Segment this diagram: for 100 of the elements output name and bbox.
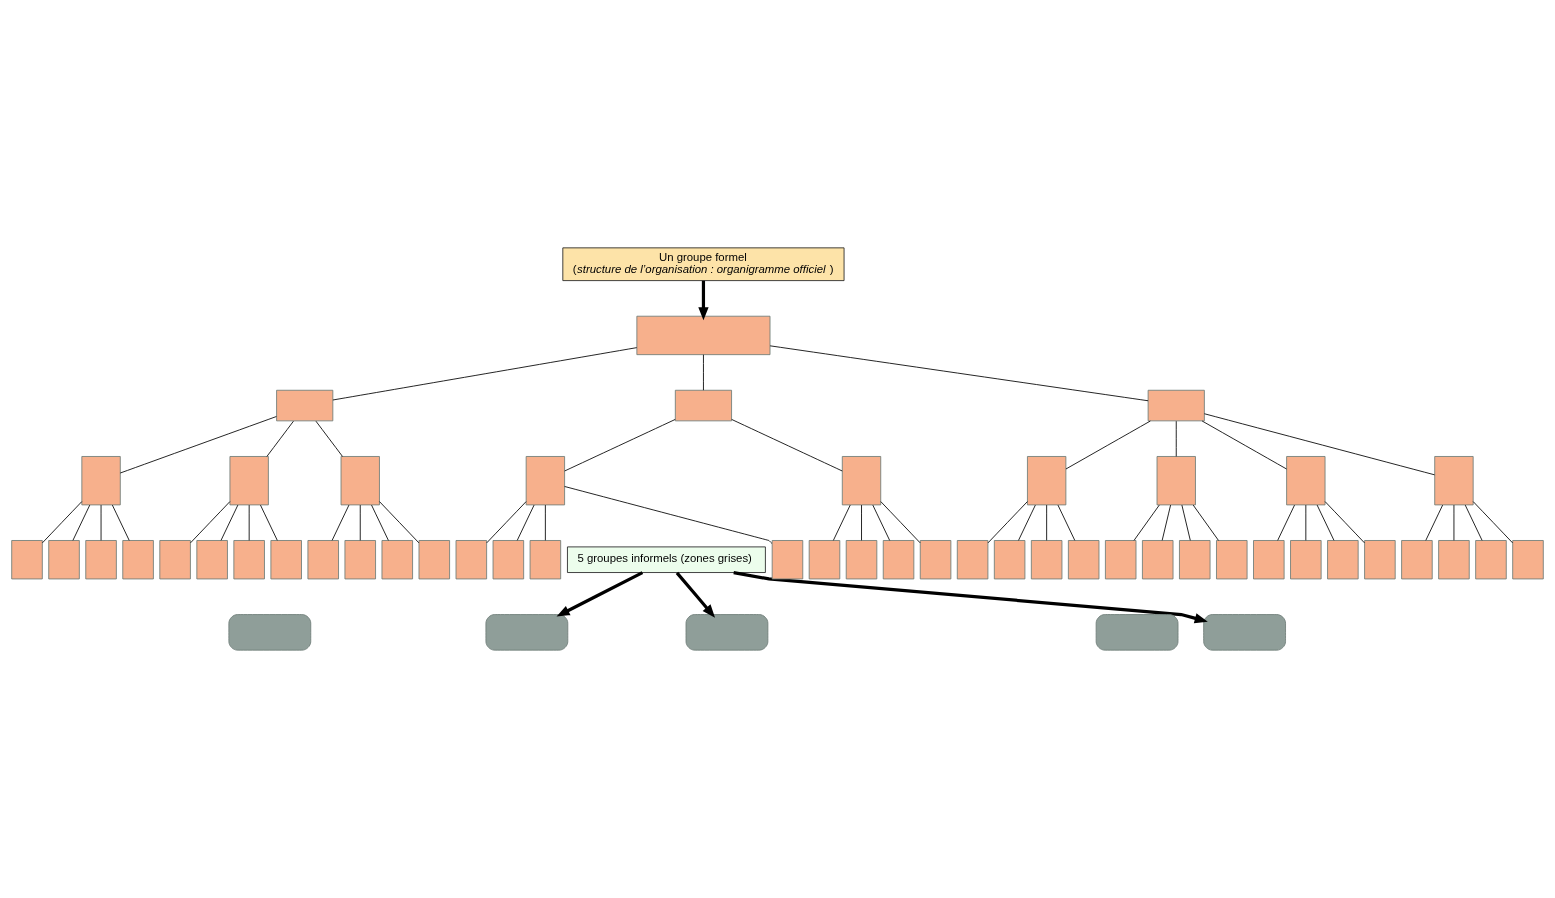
node-box — [1290, 540, 1322, 580]
node-box — [919, 540, 952, 580]
node-cloud — [1203, 614, 1286, 651]
connector — [769, 345, 1149, 402]
connector — [1201, 420, 1287, 470]
node-box — [993, 540, 1026, 580]
node-box — [381, 540, 413, 580]
node-box — [276, 389, 334, 422]
node-box — [1104, 540, 1137, 580]
node-box — [1286, 456, 1326, 506]
connector — [260, 504, 278, 541]
connector — [42, 501, 83, 544]
connector — [266, 420, 294, 457]
arrow — [556, 571, 644, 617]
node-box — [1147, 389, 1205, 422]
node-box — [48, 540, 80, 580]
connector — [371, 504, 389, 541]
connector — [1324, 501, 1365, 544]
node-box — [956, 540, 989, 580]
node-box — [340, 456, 380, 506]
node-box — [233, 540, 265, 580]
connector — [331, 504, 350, 541]
node-box — [808, 540, 841, 580]
connector — [315, 420, 343, 457]
connector — [1277, 504, 1295, 541]
connector — [987, 501, 1028, 544]
connector — [703, 354, 704, 391]
connector — [1181, 504, 1191, 541]
connector — [1472, 501, 1513, 544]
node-box — [11, 540, 43, 580]
node-box — [1067, 540, 1100, 580]
node-box: 5 groupes informels (zones grises) — [567, 546, 766, 573]
node-box — [1142, 540, 1174, 580]
connector — [880, 501, 921, 544]
node-box — [85, 540, 117, 580]
node-box — [1179, 540, 1211, 580]
node-box — [1030, 540, 1063, 580]
connector — [1161, 504, 1171, 541]
connector — [1192, 504, 1219, 541]
connector — [832, 504, 851, 541]
node-cloud — [685, 614, 769, 651]
node-box — [1438, 540, 1470, 580]
node-box — [1156, 456, 1196, 506]
connector — [1316, 504, 1335, 541]
node-box — [1327, 540, 1359, 580]
connector — [379, 501, 420, 544]
node-cloud — [1095, 614, 1179, 651]
node-box — [845, 540, 878, 580]
node-box — [418, 540, 451, 580]
connector — [1065, 420, 1151, 470]
node-box — [81, 456, 121, 506]
connector — [516, 504, 535, 541]
connector — [1018, 504, 1036, 541]
connector — [872, 504, 891, 541]
connector — [1425, 504, 1444, 541]
connector — [190, 501, 231, 544]
node-box — [455, 540, 488, 580]
connector — [564, 486, 773, 544]
arrow — [675, 571, 716, 618]
connector — [111, 504, 130, 541]
connector — [1203, 413, 1435, 476]
connector — [1057, 504, 1076, 541]
connector — [1464, 504, 1483, 541]
node-box — [270, 540, 302, 580]
node-box — [882, 540, 915, 580]
node-box — [1364, 540, 1396, 580]
connector — [72, 504, 91, 541]
connector — [564, 419, 676, 472]
node-box — [492, 540, 525, 580]
node-cloud — [485, 614, 569, 651]
node-box — [1401, 540, 1433, 580]
arrow — [733, 571, 1208, 624]
node-box — [229, 456, 269, 506]
node-box — [525, 456, 566, 506]
node-box — [344, 540, 376, 580]
connector — [544, 504, 546, 541]
connector — [486, 501, 527, 544]
connector — [119, 416, 277, 474]
node-box — [1216, 540, 1248, 580]
connector — [220, 504, 239, 541]
node-box — [771, 540, 804, 580]
connector — [1046, 504, 1048, 541]
node-box — [159, 540, 191, 580]
node-box — [1434, 456, 1474, 506]
node-box — [1512, 540, 1544, 580]
node-box — [841, 456, 882, 506]
node-box — [674, 389, 732, 422]
node-box: Un groupe formel (structure de l’organisation : organigramme officiel) — [562, 247, 845, 282]
node-box — [529, 540, 562, 580]
connector — [1133, 504, 1160, 541]
connector — [332, 347, 638, 401]
node-cloud — [228, 614, 312, 651]
node-box — [196, 540, 228, 580]
node-box — [1027, 456, 1067, 506]
node-box — [122, 540, 154, 580]
arrow — [698, 280, 709, 321]
node-box — [307, 540, 339, 580]
node-box — [636, 315, 771, 356]
connector — [731, 419, 843, 472]
node-box — [1475, 540, 1507, 580]
